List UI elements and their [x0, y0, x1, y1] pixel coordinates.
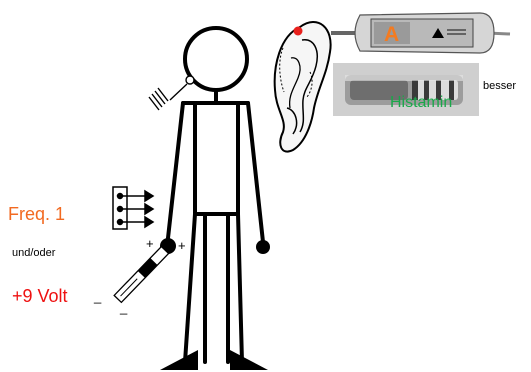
ear-point-icon: [294, 27, 303, 36]
right-hand: [256, 240, 270, 254]
figure-left-arm: [168, 103, 183, 238]
minus-bottom: _: [119, 300, 128, 315]
stick-figure: [168, 28, 263, 362]
plus-right: +: [178, 238, 186, 253]
better-label: besser: [483, 81, 516, 92]
minus-left: _: [93, 289, 102, 304]
pen-device-icon: [331, 13, 510, 53]
right-foot: [230, 350, 268, 370]
histamine-label: Histamin: [390, 95, 452, 111]
plus-left: +: [146, 236, 154, 251]
voltage-label: +9 Volt: [12, 287, 68, 305]
figure-right-arm: [248, 103, 263, 242]
frequency-label: Freq. 1: [8, 205, 65, 223]
electrode-plug: [113, 187, 153, 229]
figure-right-leg: [238, 214, 242, 362]
and-or-label: und/oder: [12, 248, 55, 259]
probe: [114, 247, 168, 303]
ear: [275, 22, 331, 152]
figure-left-leg: [185, 214, 195, 362]
left-foot: [160, 350, 198, 370]
device-letter: A: [384, 23, 399, 46]
